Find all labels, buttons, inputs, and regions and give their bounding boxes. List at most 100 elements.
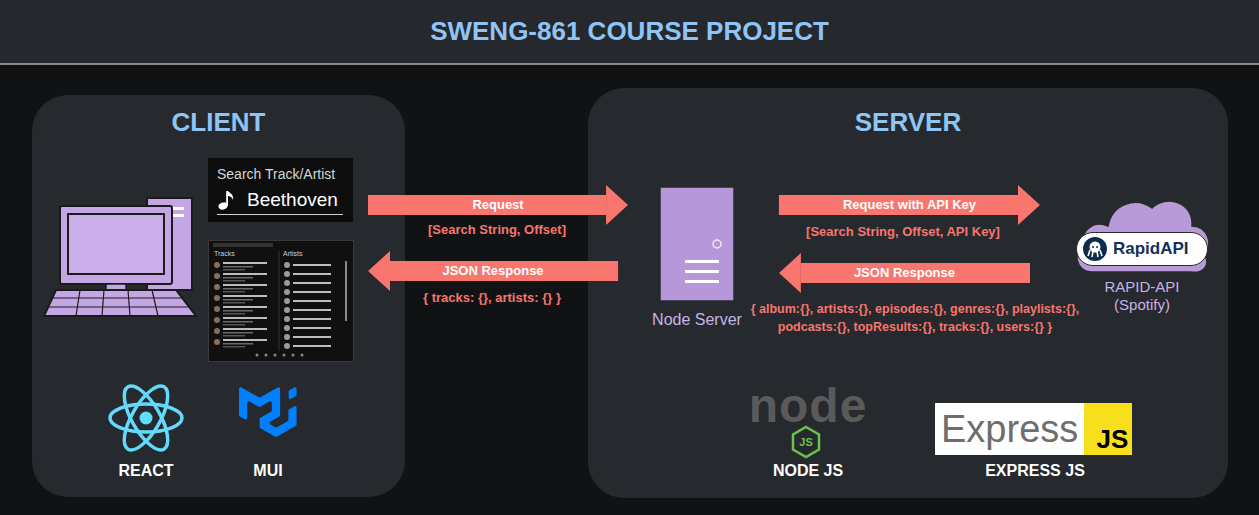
tech-label: MUI (253, 462, 282, 480)
react-logo (116, 380, 176, 456)
logo-wordmark: Express (935, 403, 1084, 455)
track-row (223, 310, 253, 312)
panel-heading: CLIENT (32, 107, 405, 137)
pagination-dot (256, 354, 259, 357)
artist-thumb (284, 325, 290, 331)
computer-illustration (52, 297, 182, 298)
computer-illustration (48, 306, 189, 307)
node-server: Node Server (648, 186, 746, 330)
artist-thumb (284, 289, 290, 295)
react-logo (110, 404, 182, 432)
scrollbar (345, 261, 347, 321)
track-row (223, 313, 245, 315)
track-thumb (214, 339, 220, 345)
logo-wordmark: JS (799, 436, 812, 448)
results-search-field (213, 243, 273, 247)
rapidapi-icon (1082, 236, 1108, 262)
mui-logo (239, 387, 297, 437)
computer-illustration (44, 290, 196, 316)
track-thumb (214, 306, 220, 312)
music-note-icon (217, 189, 235, 211)
track-row (223, 295, 267, 297)
server-tower-icon (660, 187, 734, 301)
computer-illustration (60, 206, 172, 284)
artist-row (293, 309, 331, 311)
payload-note: [Search String, Offset, API Key] (806, 224, 1000, 239)
server-tower-icon (685, 270, 719, 273)
track-row (223, 269, 245, 271)
node-js-hexagon (793, 427, 819, 457)
tech-label: EXPRESS JS (985, 462, 1085, 480)
tech-label: NODE JS (773, 462, 843, 480)
rapidapi-icon (1083, 237, 1107, 261)
server-tower-icon (685, 280, 719, 283)
results-panel: TracksArtists (208, 240, 354, 362)
cloud-shape: RapidAPI (1072, 190, 1212, 274)
computer-illustration (152, 290, 158, 316)
artist-thumb (284, 271, 290, 277)
computer-illustration (68, 214, 164, 274)
rapidapi-icon (1096, 246, 1098, 248)
search-input: Beethoven (217, 188, 343, 215)
computer-illustration (44, 198, 196, 316)
arrow-label: JSON Response (850, 264, 959, 282)
search-value: Beethoven (247, 188, 338, 212)
artist-row (293, 300, 331, 302)
server-tower-icon (713, 240, 721, 248)
column-heading: Tracks (214, 250, 235, 258)
artist-thumb (284, 262, 290, 268)
node-label: RAPID-API (Spotify) (1090, 278, 1194, 314)
request-arrow (779, 195, 1018, 215)
track-row (223, 339, 267, 341)
computer-illustration (102, 290, 104, 316)
payload-note: { album:{}, artists:{}, episodes:{}, gen… (750, 300, 1080, 336)
request-arrow (390, 261, 618, 281)
track-row (223, 291, 245, 293)
artist-thumb (284, 316, 290, 322)
react-logo (110, 380, 182, 456)
computer-illustration (76, 290, 80, 316)
track-row (223, 335, 245, 337)
panel-heading: SERVER (588, 107, 1228, 137)
track-row (223, 346, 245, 348)
track-row (223, 302, 245, 304)
computer-illustration (128, 290, 130, 316)
track-row (223, 343, 253, 345)
track-row (223, 262, 267, 264)
logo-wordmark: node (749, 382, 868, 430)
search-label: Search Track/Artist (217, 166, 343, 182)
track-row (223, 273, 267, 275)
diagram-title: SWENG-861 COURSE PROJECT (430, 16, 829, 47)
logo-wordmark: JS (1084, 403, 1132, 455)
artist-row (293, 327, 331, 329)
artist-row (293, 291, 331, 293)
pagination-dot (292, 354, 295, 357)
track-row (223, 277, 253, 279)
server-tower-icon (685, 260, 719, 263)
artist-row (293, 282, 331, 284)
node-label: Node Server (652, 310, 742, 330)
track-thumb (214, 273, 220, 279)
track-row (223, 288, 253, 290)
track-thumb (214, 328, 220, 334)
artist-row (293, 273, 331, 275)
rapidapi-badge: RapidAPI (1076, 232, 1208, 266)
express-logo: ExpressJS (935, 403, 1132, 455)
track-thumb (214, 295, 220, 301)
artist-thumb (284, 334, 290, 340)
track-row (223, 317, 267, 319)
arrow-label: Request with API Key (839, 196, 980, 214)
react-logo (140, 412, 153, 425)
tech-label: REACT (118, 462, 173, 480)
music-note-icon (226, 191, 228, 206)
track-row (223, 324, 245, 326)
title-bar: SWENG-861 COURSE PROJECT (0, 0, 1259, 65)
badge-text: RapidAPI (1113, 238, 1189, 260)
track-thumb (214, 284, 220, 290)
rapidapi-icon (1090, 242, 1101, 253)
pagination-dot (301, 354, 304, 357)
payload-note: [Search String, Offset] (428, 222, 566, 237)
track-row (223, 332, 253, 334)
pagination-dot (274, 354, 277, 357)
music-note-icon (228, 191, 233, 200)
